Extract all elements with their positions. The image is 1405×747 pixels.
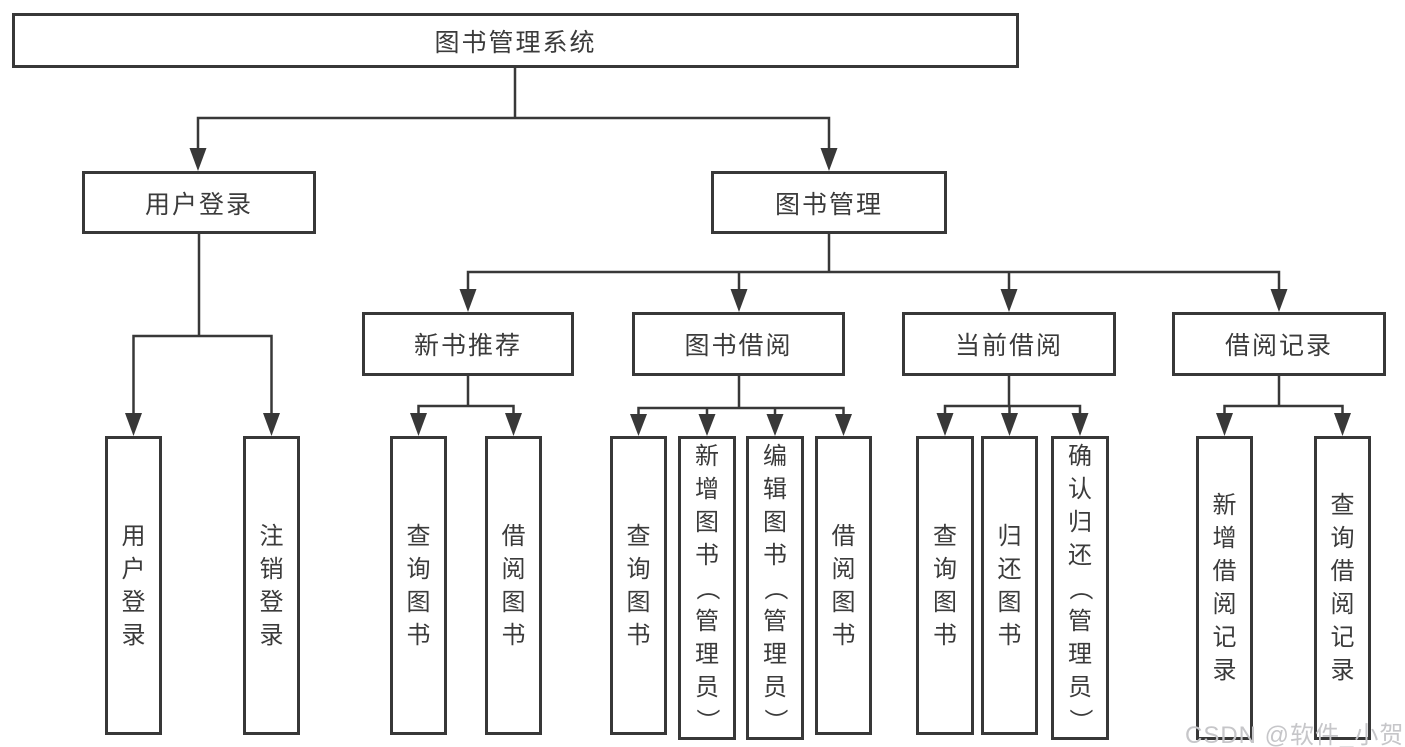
arrowhead-icon [1071,413,1089,436]
arrowhead-icon [698,414,716,436]
arrowhead-icon [1001,413,1018,436]
arrowhead-icon [936,413,954,436]
node-leaf-query-books-recommend: 查询图书 [390,436,447,735]
node-leaf-confirm-return-admin: 确认归还（管理员） [1051,436,1109,740]
arrowhead-icon [766,414,784,436]
node-borrow-records: 借阅记录 [1172,312,1386,376]
arrowhead-icon [125,413,142,436]
node-current-borrow: 当前借阅 [902,312,1116,376]
node-book-borrow: 图书借阅 [632,312,845,376]
node-root: 图书管理系统 [12,13,1019,68]
arrowhead-icon [1270,289,1288,312]
node-leaf-query-books-recommend-label: 查询图书 [406,522,431,649]
node-leaf-query-books-current: 查询图书 [916,436,974,735]
arrowhead-icon [1216,413,1233,436]
node-leaf-return-books-label: 归还图书 [997,522,1022,649]
node-leaf-edit-books-admin-label: 编辑图书（管理员） [761,442,789,733]
node-leaf-user-login: 用户登录 [105,436,162,735]
node-leaf-borrow-books: 借阅图书 [815,436,872,735]
arrowhead-icon [1334,413,1351,436]
arrowhead-icon [459,289,477,312]
node-leaf-return-books: 归还图书 [981,436,1038,735]
node-new-book-recommend-label: 新书推荐 [413,332,522,360]
node-leaf-query-borrow-record-label: 查询借阅记录 [1330,492,1355,684]
node-leaf-borrow-books-recommend-label: 借阅图书 [501,522,526,649]
csdn-watermark: CSDN @软件_小贺同学 [1185,722,1405,747]
node-leaf-logout-label: 注销登录 [259,522,284,649]
node-leaf-query-books-current-label: 查询图书 [933,522,957,649]
node-root-label: 图书管理系统 [434,28,597,57]
node-leaf-query-books-borrow-label: 查询图书 [626,522,651,649]
node-leaf-borrow-books-recommend: 借阅图书 [485,436,542,735]
node-current-borrow-label: 当前借阅 [954,332,1063,360]
connector-currentborrow-children [943,374,1082,416]
node-user-login-label: 用户登录 [144,190,253,219]
connector-bookmgmt-level3 [466,232,1281,292]
node-leaf-confirm-return-admin-label: 确认归还（管理员） [1066,442,1094,733]
arrowhead-icon [630,414,647,436]
node-borrow-records-label: 借阅记录 [1224,332,1333,360]
arrowhead-icon [730,289,748,312]
node-book-management-label: 图书管理 [774,190,883,219]
arrowhead-icon [189,148,207,171]
arrowhead-icon [835,414,852,436]
node-leaf-add-books-admin: 新增图书（管理员） [678,436,736,740]
node-leaf-logout: 注销登录 [243,436,300,735]
node-leaf-add-books-admin-label: 新增图书（管理员） [693,442,721,733]
connector-userlogin-children [132,232,273,416]
node-leaf-borrow-books-label: 借阅图书 [831,522,856,649]
node-book-borrow-label: 图书借阅 [684,332,793,360]
connector-borrowrecords-children [1223,374,1344,416]
node-leaf-add-borrow-record: 新增借阅记录 [1196,436,1253,740]
arrowhead-icon [410,413,427,436]
node-user-login: 用户登录 [82,171,316,234]
connector-root-level2 [196,66,831,152]
arrowhead-icon [820,148,838,171]
node-leaf-edit-books-admin: 编辑图书（管理员） [746,436,804,740]
node-leaf-query-borrow-record: 查询借阅记录 [1314,436,1371,740]
arrowhead-icon [263,413,280,436]
node-leaf-user-login-label: 用户登录 [121,522,146,649]
node-leaf-add-borrow-record-label: 新增借阅记录 [1212,492,1237,684]
connector-newbooks-children [417,374,515,416]
arrowhead-icon [505,413,522,436]
arrowhead-icon [1000,289,1018,312]
node-leaf-query-books-borrow: 查询图书 [610,436,667,735]
connector-bookborrow-children [637,374,845,418]
node-new-book-recommend: 新书推荐 [362,312,574,376]
node-book-management: 图书管理 [711,171,947,234]
